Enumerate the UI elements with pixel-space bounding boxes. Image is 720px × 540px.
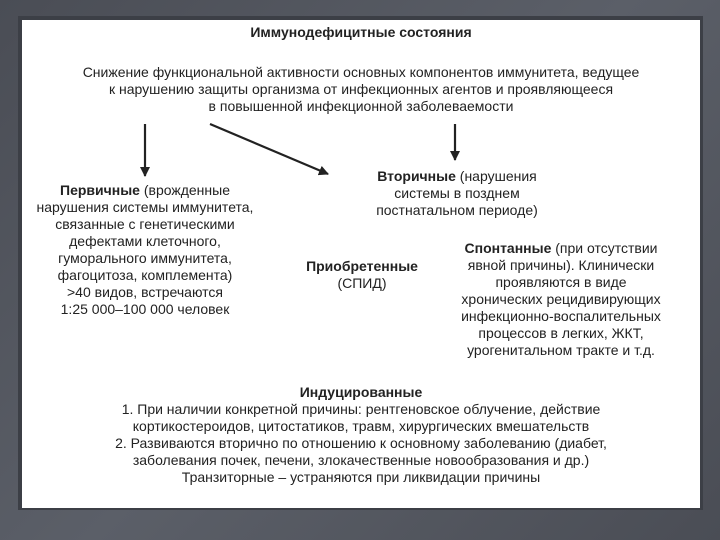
secondary-heading: Вторичные <box>377 168 456 184</box>
diagram-title: Иммунодефицитные состояния <box>250 24 472 40</box>
primary-line: нарушения системы иммунитета, <box>36 199 254 215</box>
induced-block: Индуцированные 1. При наличии конкретной… <box>22 384 700 486</box>
acquired-block: Приобретенные (СПИД) <box>294 258 430 292</box>
acquired-sub: (СПИД) <box>337 275 387 291</box>
arrow-to-secondary-diagonal <box>209 122 329 176</box>
secondary-block: Вторичные (нарушения системы в позднем п… <box>362 168 552 219</box>
primary-line: дефектами клеточного, <box>69 233 221 249</box>
primary-line: (врожденные <box>139 182 230 198</box>
primary-line: >40 видов, встречаются <box>67 284 223 300</box>
spontaneous-line: инфекционно-воспалительных <box>461 308 661 324</box>
arrows <box>140 122 460 177</box>
secondary-line: (нарушения <box>455 168 537 184</box>
induced-line: 2. Развиваются вторично по отношению к о… <box>115 435 607 451</box>
secondary-line: постнатальном периоде) <box>376 202 538 218</box>
definition-line: в повышенной инфекционной заболеваемости <box>208 98 514 114</box>
spontaneous-line: явной причины). Клинически <box>467 257 655 273</box>
slide: Иммунодефицитные состояния Снижение функ… <box>22 20 700 508</box>
spontaneous-line: процессов в легких, ЖКТ, <box>478 325 644 341</box>
primary-line: связанные с генетическими <box>55 216 235 232</box>
spontaneous-heading: Спонтанные <box>464 240 552 256</box>
spontaneous-line: (при отсутствии <box>551 240 658 256</box>
primary-line: гуморального иммунитета, <box>58 250 232 266</box>
spontaneous-block: Спонтанные (при отсутствии явной причины… <box>426 240 696 359</box>
acquired-heading: Приобретенные <box>306 258 418 274</box>
primary-line: 1:25 000–100 000 человек <box>60 301 230 317</box>
primary-line: фагоцитоза, комплемента) <box>57 267 233 283</box>
induced-line: Транзиторные – устраняются при ликвидаци… <box>181 469 541 485</box>
spontaneous-line: хронических рецидивирующих <box>461 291 661 307</box>
spontaneous-line: урогенитальном тракте и т.д. <box>467 342 655 358</box>
primary-heading: Первичные <box>60 182 140 198</box>
induced-line: заболевания почек, печени, злокачественн… <box>132 452 590 468</box>
primary-block: Первичные (врожденные нарушения системы … <box>22 182 268 318</box>
definition-line: Снижение функциональной активности основ… <box>82 64 640 80</box>
induced-line: 1. При наличии конкретной причины: рентг… <box>121 401 601 417</box>
definition-text: Снижение функциональной активности основ… <box>22 64 700 115</box>
definition-line: к нарушению защиты организма от инфекцио… <box>108 81 614 97</box>
secondary-line: системы в позднем <box>394 185 520 201</box>
induced-heading: Индуцированные <box>299 384 423 400</box>
induced-line: кортикостероидов, цитостатиков, травм, х… <box>132 418 590 434</box>
spontaneous-line: проявляются в виде <box>495 274 627 290</box>
